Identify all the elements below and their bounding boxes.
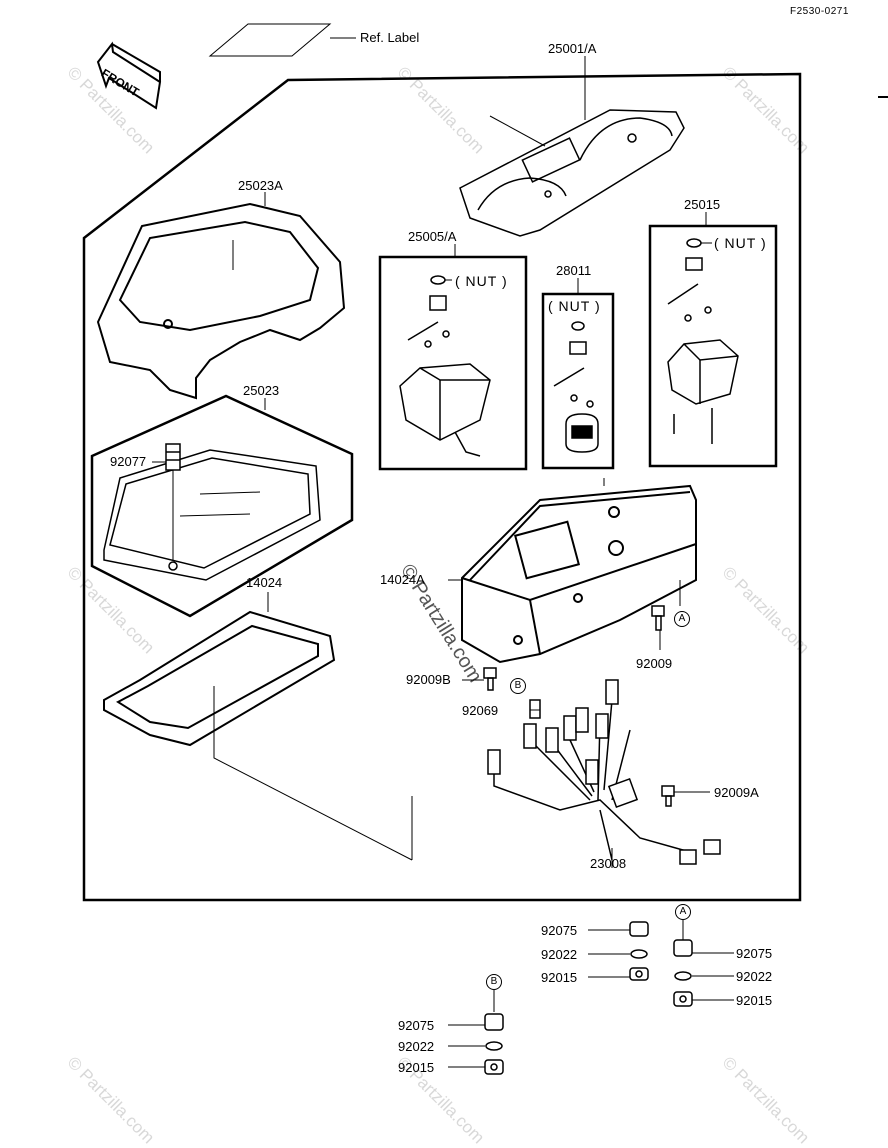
part-label-92075: 92075 (736, 946, 773, 961)
grommet-stack-left (588, 921, 649, 981)
callout-b: B (486, 974, 502, 990)
part-label-92022: 92022 (736, 969, 773, 984)
part-label-92009: 92009 (636, 656, 673, 671)
ref-label-icon (208, 23, 332, 57)
part-label-92069: 92069 (462, 703, 499, 718)
callout-b: B (510, 678, 526, 694)
screw-92009a (661, 785, 710, 807)
nut-label: ( NUT ) (714, 235, 767, 251)
nut-label: ( NUT ) (455, 273, 508, 289)
part-label-25023: 25023 (243, 383, 280, 398)
assembly-outline (82, 72, 802, 902)
nut-label: ( NUT ) (548, 298, 601, 314)
part-label-92022: 92022 (541, 947, 578, 962)
part-label-92077: 92077 (110, 454, 147, 469)
part-label-23008: 23008 (590, 856, 627, 871)
part-label-25001a: 25001/A (548, 41, 597, 56)
indicator-unit (553, 321, 599, 453)
part-label-92075: 92075 (398, 1018, 435, 1033)
grommet-stack-a (673, 920, 734, 1007)
diagram-drawing (82, 23, 888, 1075)
diagram-code: F2530-0271 (790, 6, 849, 17)
part-label-92009b: 92009B (406, 672, 451, 687)
screw-92077 (165, 443, 181, 571)
speedometer-unit (399, 275, 491, 457)
parts-diagram: © Partzilla.com © Partzilla.com © Partzi… (64, 6, 888, 1147)
part-label-92075: 92075 (541, 923, 578, 938)
part-label-92015: 92015 (736, 993, 773, 1008)
screw-92009 (651, 580, 681, 650)
meter-cover (96, 202, 346, 400)
part-label-28011: 28011 (556, 263, 592, 278)
part-label-92015: 92015 (398, 1060, 435, 1075)
ref-label: Ref. Label (360, 30, 420, 45)
part-label-14024a: 14024A (380, 572, 425, 587)
lens (103, 449, 321, 581)
callout-a: A (674, 611, 690, 627)
part-label-25023a: 25023A (238, 178, 283, 193)
part-label-92015: 92015 (541, 970, 578, 985)
meter-case (461, 484, 697, 664)
part-label-25015: 25015 (684, 197, 721, 212)
part-label-25005a: 25005/A (408, 229, 457, 244)
grommet-stack-b (448, 990, 504, 1075)
tachometer-unit (667, 238, 739, 444)
part-label-92022: 92022 (398, 1039, 435, 1054)
gasket (103, 610, 336, 747)
front-arrow-icon (96, 41, 162, 110)
wiring-harness (487, 679, 721, 865)
meter-face-panel (459, 109, 685, 237)
callout-a: A (675, 904, 691, 920)
part-label-14024: 14024 (246, 575, 283, 590)
part-label-92009a: 92009A (714, 785, 759, 800)
screw-92009b (462, 667, 497, 691)
